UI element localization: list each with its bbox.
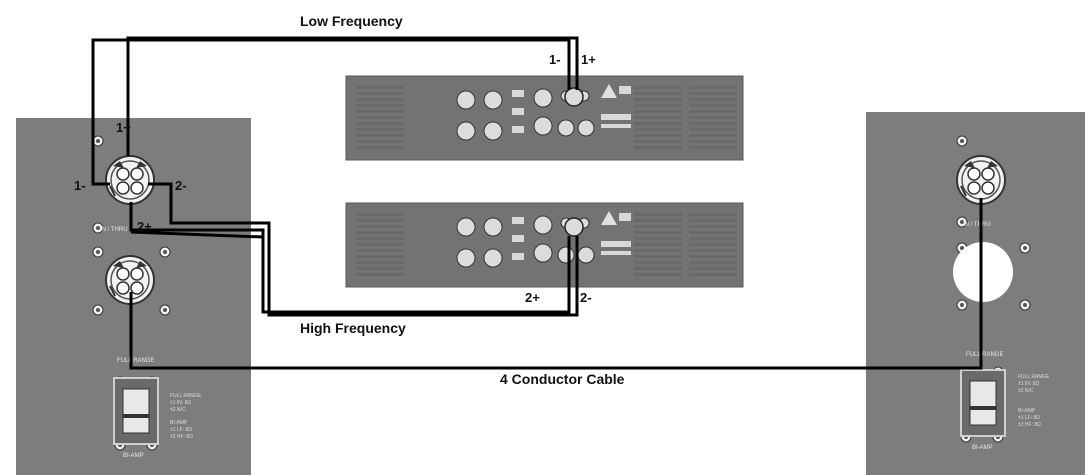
polarity-1minus-top: 1- — [549, 52, 561, 67]
polarity-2plus-bottom: 2+ — [525, 290, 540, 305]
amplifier-bottom — [346, 203, 743, 287]
low-frequency-cable-1minus — [91, 38, 571, 186]
low-frequency-cable-1plus — [126, 36, 579, 156]
amplifier-top — [346, 76, 743, 160]
screw-icon — [92, 246, 104, 258]
amp-top-output-icon[interactable] — [564, 87, 584, 107]
left-spec-block: FULL RANGE ±1 IN: 8Ω ±2 N/C BI-AMP ±1 LF… — [170, 393, 203, 440]
four-conductor-cable-label: 4 Conductor Cable — [500, 371, 625, 387]
polarity-1plus-left: 1+ — [116, 120, 131, 135]
left-bi-amp-label: BI-AMP — [123, 453, 144, 459]
polarity-1minus-left: 1- — [74, 178, 86, 193]
screw-icon — [92, 304, 104, 316]
mode-switch-plate[interactable] — [113, 377, 159, 445]
right-spec-block: FULL RANGE ±1 IN: 8Ω ±2 N/C BI-AMP ±1 LF… — [1018, 374, 1051, 428]
screw-icon — [956, 299, 968, 311]
screw-icon — [956, 135, 968, 147]
left-in-thru-label: IN / THRU — [100, 227, 128, 233]
screw-icon — [159, 304, 171, 316]
right-bi-amp-label: BI-AMP — [972, 445, 993, 451]
cables — [91, 36, 983, 370]
polarity-2minus-bottom: 2- — [580, 290, 592, 305]
speakon-connector-top-icon[interactable] — [105, 155, 155, 205]
screw-icon — [1019, 242, 1031, 254]
four-conductor-cable — [129, 198, 983, 370]
right-full-range-label: FULL RANGE — [966, 352, 1003, 358]
amp-bottom-output-icon[interactable] — [564, 217, 584, 237]
right-in-thru-label: IN / THRU — [963, 222, 991, 228]
bridge-cable — [130, 230, 264, 239]
left-full-range-label: FULL RANGE — [117, 358, 154, 364]
speakon-connector-icon[interactable] — [956, 155, 1006, 205]
polarity-2minus-left: 2- — [175, 178, 187, 193]
screw-icon — [1019, 299, 1031, 311]
high-frequency-cable-2plus — [129, 202, 571, 314]
right-cabinet: IN / THRU FULL RANGE BI-AMP FULL RANGE ±… — [866, 112, 1085, 475]
polarity-1plus-top: 1+ — [581, 52, 596, 67]
low-frequency-label: Low Frequency — [300, 13, 403, 29]
high-frequency-label: High Frequency — [300, 320, 406, 336]
polarity-2plus-left: 2+ — [137, 219, 152, 234]
empty-connector-hole — [953, 242, 1013, 302]
screw-icon — [159, 246, 171, 258]
high-frequency-cable-2minus — [148, 182, 579, 317]
mode-switch-plate[interactable] — [960, 369, 1006, 437]
left-cabinet: IN / THRU FULL RANGE BI-AMP FULL RANGE ±… — [16, 118, 251, 475]
